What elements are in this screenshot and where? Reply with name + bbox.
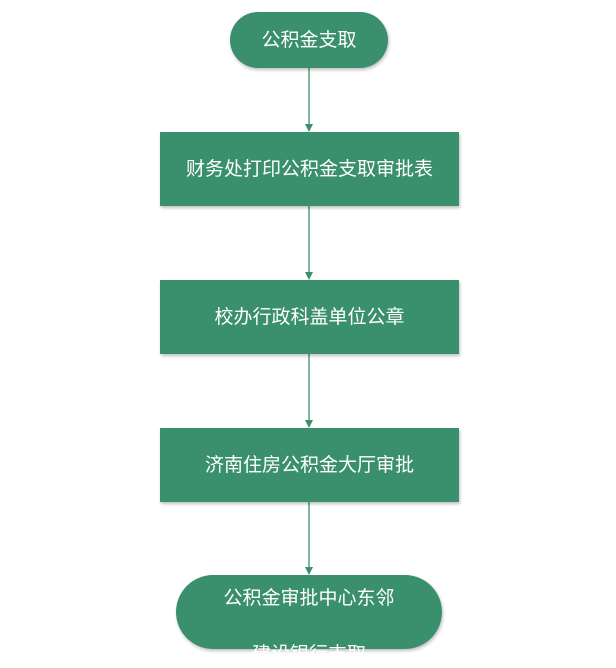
process-step-stamp-seal: 校办行政科盖单位公章	[160, 280, 459, 354]
process-step-hall-approval: 济南住房公积金大厅审批	[160, 428, 459, 502]
end-node-label-line1: 公积金审批中心东邻	[223, 587, 395, 609]
process-step-stamp-seal-label: 校办行政科盖单位公章	[214, 306, 405, 328]
start-node: 公积金支取	[230, 12, 388, 68]
end-node-label: 公积金审批中心东邻 建设银行支取	[223, 556, 394, 668]
process-step-print-form: 财务处打印公积金支取审批表	[160, 132, 459, 206]
start-node-label: 公积金支取	[261, 29, 357, 51]
process-step-hall-approval-label: 济南住房公积金大厅审批	[204, 454, 414, 476]
process-step-print-form-label: 财务处打印公积金支取审批表	[185, 158, 433, 180]
end-node: 公积金审批中心东邻 建设银行支取	[176, 575, 442, 665]
end-node-label-line2: 建设银行支取	[251, 643, 366, 665]
